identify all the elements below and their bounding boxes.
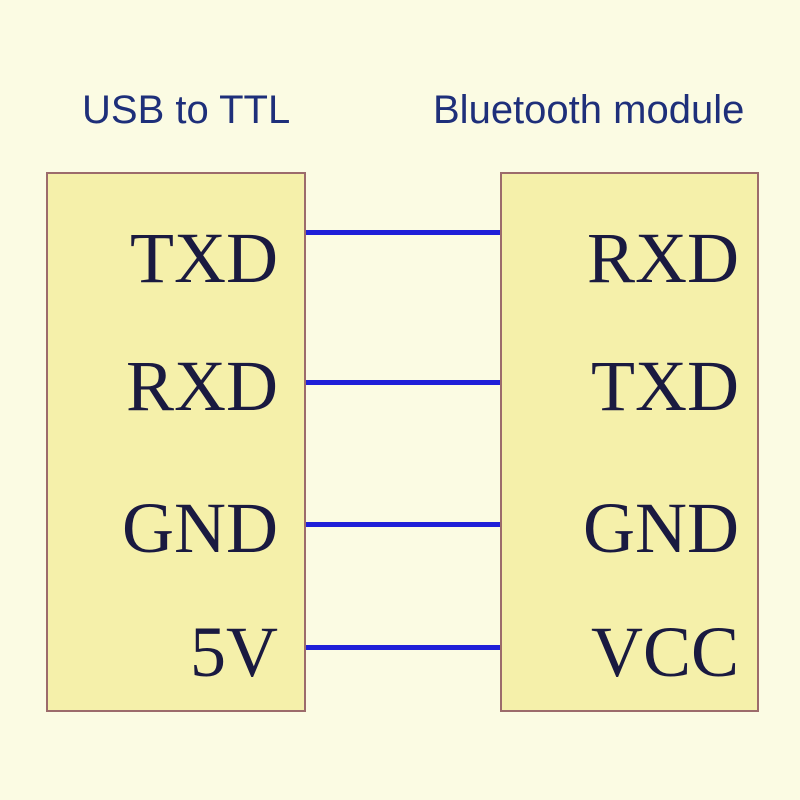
usb-to-ttl-title: USB to TTL <box>82 88 291 132</box>
bluetooth-module-title: Bluetooth module <box>433 88 745 132</box>
left-pin-gnd: GND <box>122 488 278 568</box>
left-pin-rxd: RXD <box>125 346 278 426</box>
bluetooth-module-box: RXD TXD GND VCC <box>500 172 759 712</box>
left-pin-5v: 5V <box>190 612 278 692</box>
usb-to-ttl-module-box: TXD RXD GND 5V <box>46 172 306 712</box>
right-pin-gnd: GND <box>583 488 739 568</box>
wire-rxd-to-txd <box>306 380 500 385</box>
left-pin-txd: TXD <box>130 218 278 298</box>
wire-txd-to-rxd <box>306 230 500 235</box>
right-pin-vcc: VCC <box>590 612 739 692</box>
right-pin-txd: TXD <box>591 346 739 426</box>
wire-gnd-to-gnd <box>306 522 500 527</box>
wire-5v-to-vcc <box>306 645 500 650</box>
right-pin-rxd: RXD <box>586 218 739 298</box>
